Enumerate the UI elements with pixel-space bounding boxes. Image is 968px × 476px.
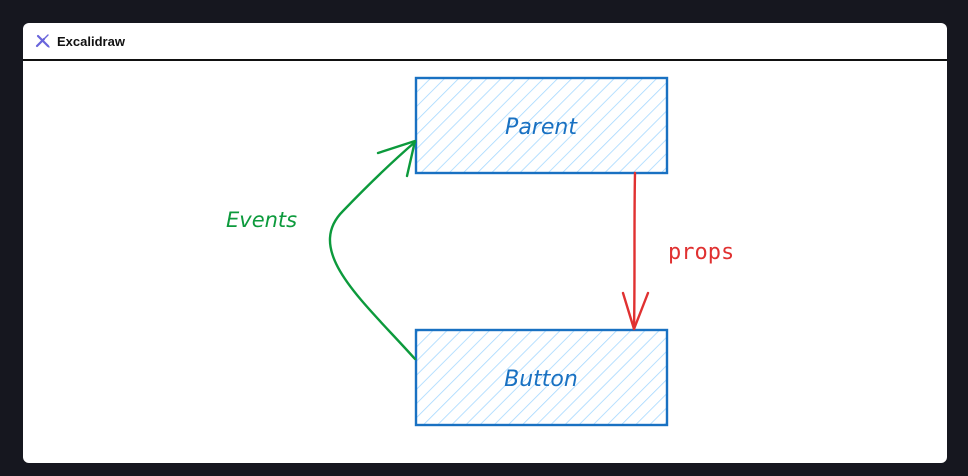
node-button[interactable]: Button <box>414 328 669 427</box>
node-parent-label: Parent <box>505 115 578 140</box>
node-button-label: Button <box>504 367 578 392</box>
node-parent-box[interactable] <box>414 76 669 175</box>
edge-events-label: Events <box>226 208 297 232</box>
diagram-svg: Parent Button props Events <box>226 76 734 427</box>
edge-events-arrow[interactable] <box>328 139 417 361</box>
edge-props-label: props <box>668 240 734 265</box>
drawing-canvas[interactable]: Parent Button props Events <box>23 61 947 463</box>
node-parent[interactable]: Parent <box>414 76 669 175</box>
excalidraw-window: Excalidraw Parent Button <box>23 23 947 463</box>
edge-props-arrow[interactable] <box>621 171 650 331</box>
excalidraw-logo-icon <box>35 34 50 48</box>
node-button-box[interactable] <box>414 328 669 427</box>
title-bar: Excalidraw <box>23 23 947 61</box>
app-title: Excalidraw <box>57 33 125 49</box>
